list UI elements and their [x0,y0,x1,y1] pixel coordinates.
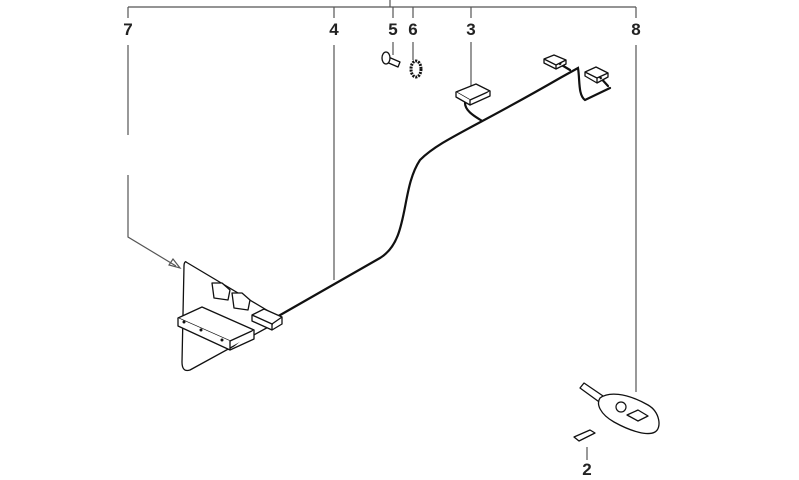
bolt-icon [381,51,401,68]
callout-2[interactable]: 2 [582,460,592,479]
control-unit-7 [177,260,283,372]
callout-6[interactable]: 6 [408,20,418,39]
callout-4[interactable]: 4 [329,20,339,39]
battery-clip-2 [573,429,596,442]
washer-icon [409,59,423,79]
callout-3[interactable]: 3 [466,20,476,39]
callout-8[interactable]: 8 [631,20,641,39]
leader-lines [127,0,637,460]
callout-5[interactable]: 5 [388,20,398,39]
connector-3 [455,83,491,106]
callout-7[interactable]: 7 [123,20,133,39]
remote-key-icon [579,382,660,435]
wiring-harness [273,62,612,320]
connector-8a [543,54,567,70]
connector-8b [584,66,609,84]
